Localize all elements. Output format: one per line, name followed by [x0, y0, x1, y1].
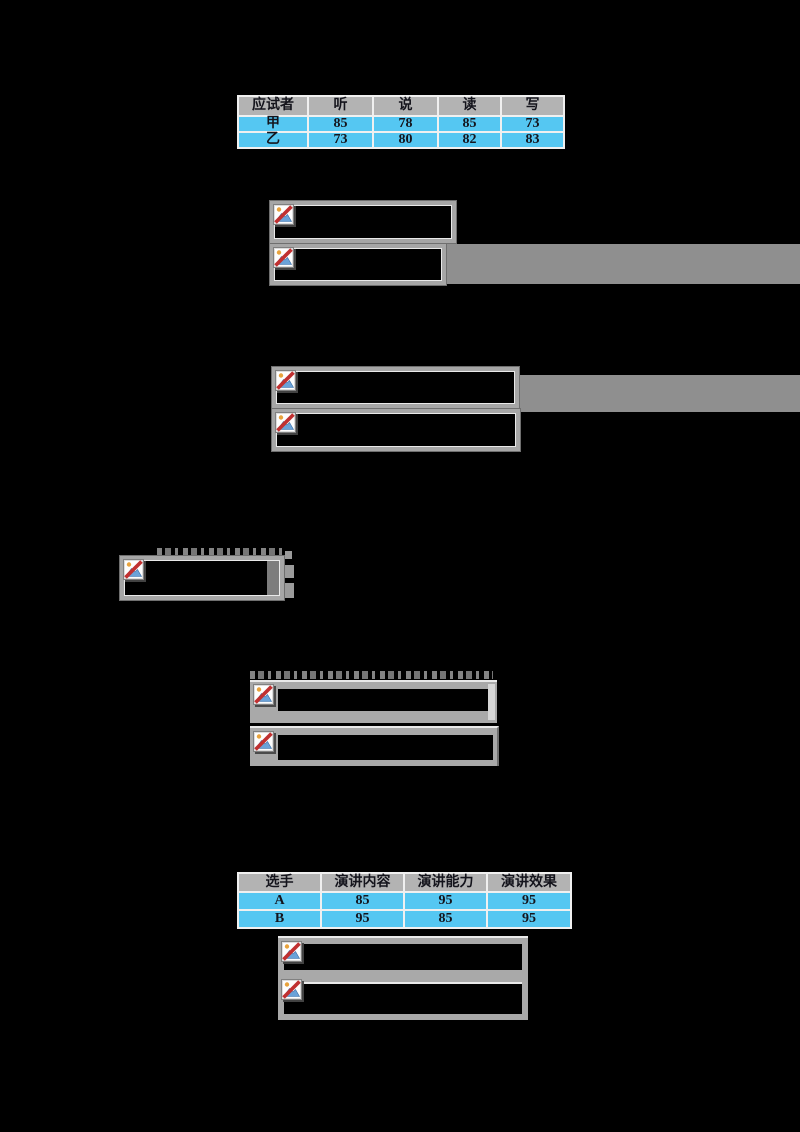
- image-placeholder: [270, 201, 456, 243]
- broken-image-icon: [275, 370, 296, 391]
- table-cell: 95: [403, 891, 488, 911]
- table-cell: 甲: [237, 115, 309, 133]
- table-cell: 78: [372, 115, 439, 133]
- table-cell: A: [237, 891, 322, 911]
- table-cell: 82: [437, 131, 502, 149]
- image-placeholder: [270, 244, 446, 285]
- broken-image-icon: [281, 941, 302, 962]
- table-cell: 85: [437, 115, 502, 133]
- clipped-text-fragment: [285, 565, 294, 578]
- clipped-text-fragment: [157, 548, 285, 556]
- image-placeholder: [272, 409, 520, 451]
- table-cell: 95: [320, 909, 405, 929]
- column-header: 选手: [237, 872, 322, 893]
- placeholder-body: [278, 689, 488, 711]
- scrollbar-strip: [488, 684, 495, 720]
- broken-image-icon: [273, 204, 294, 225]
- clipped-text-fragment: [285, 551, 292, 559]
- table-cell: 85: [307, 115, 374, 133]
- image-placeholder-group: [278, 936, 528, 1020]
- placeholder-body: [284, 982, 522, 1014]
- column-header: 演讲效果: [486, 872, 572, 893]
- table-cell: 85: [320, 891, 405, 911]
- table-cell: 乙: [237, 131, 309, 149]
- table-header-row: 选手演讲内容演讲能力演讲效果: [237, 872, 572, 893]
- table-header-row: 应试者听说读写: [237, 95, 565, 117]
- column-header: 应试者: [237, 95, 309, 117]
- image-placeholder: [272, 367, 519, 408]
- table-cell: 85: [403, 909, 488, 929]
- clipped-text-fragment: [250, 671, 493, 679]
- column-header: 读: [437, 95, 502, 117]
- placeholder-body: [278, 735, 493, 760]
- table-cell: 95: [486, 891, 572, 911]
- gray-slab: [519, 375, 800, 412]
- broken-image-icon: [275, 412, 296, 433]
- placeholder-body: [284, 944, 522, 970]
- image-placeholder: [250, 726, 499, 766]
- broken-image-icon: [273, 247, 294, 268]
- table-cell: 80: [372, 131, 439, 149]
- broken-image-icon: [253, 684, 274, 705]
- column-header: 说: [372, 95, 439, 117]
- scrollbar-strip: [267, 561, 279, 595]
- table-cell: B: [237, 909, 322, 929]
- table-cell: 83: [500, 131, 565, 149]
- column-header: 听: [307, 95, 374, 117]
- broken-image-icon: [281, 979, 302, 1000]
- broken-image-icon: [123, 559, 144, 580]
- table-cell: 95: [486, 909, 572, 929]
- column-header: 演讲内容: [320, 872, 405, 893]
- column-header: 演讲能力: [403, 872, 488, 893]
- image-placeholder: [250, 680, 497, 723]
- table-cell: 73: [500, 115, 565, 133]
- image-placeholder: [120, 556, 284, 600]
- table-cell: 73: [307, 131, 374, 149]
- column-header: 写: [500, 95, 565, 117]
- gray-slab: [446, 244, 800, 284]
- clipped-text-fragment: [285, 583, 294, 598]
- broken-image-icon: [253, 731, 274, 752]
